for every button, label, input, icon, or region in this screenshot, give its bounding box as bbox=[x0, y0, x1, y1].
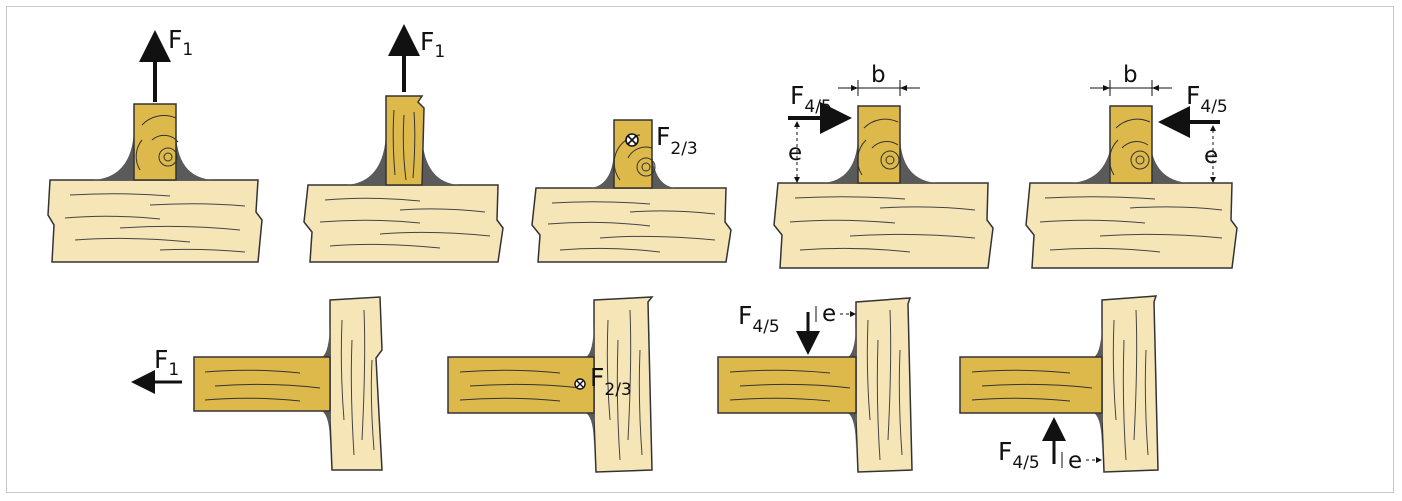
wood-grain bbox=[971, 369, 1093, 402]
beam bbox=[447, 356, 595, 414]
wood-grain bbox=[1039, 196, 1223, 253]
wood-grain bbox=[459, 369, 581, 402]
post bbox=[329, 296, 383, 471]
figure-bottom-3: F4/5 e bbox=[717, 297, 913, 473]
beam bbox=[531, 187, 732, 263]
beam bbox=[1025, 182, 1238, 269]
beam bbox=[303, 184, 504, 263]
figure-bottom-1: F1 bbox=[131, 296, 383, 471]
beam bbox=[193, 356, 331, 412]
figure-bottom-2: F2/3 bbox=[447, 296, 654, 473]
label-b: b bbox=[871, 62, 886, 88]
beam bbox=[773, 182, 994, 269]
wood-grain bbox=[729, 369, 851, 402]
wood-grain bbox=[1112, 309, 1149, 461]
beam bbox=[959, 356, 1103, 414]
post bbox=[1101, 295, 1159, 473]
glue-fillet bbox=[345, 135, 460, 185]
label-e: e bbox=[822, 301, 836, 327]
beam bbox=[717, 356, 857, 414]
wood-grain bbox=[204, 369, 321, 402]
into-page-symbol bbox=[574, 378, 586, 390]
glue-fillet bbox=[92, 130, 214, 180]
wood-grain bbox=[606, 309, 643, 461]
stud bbox=[613, 119, 653, 189]
glue-fillet bbox=[590, 152, 676, 188]
label-f45: F4/5 bbox=[790, 81, 832, 117]
wood-grain bbox=[64, 193, 246, 253]
glue-fillet bbox=[822, 138, 938, 183]
glue-fillet bbox=[848, 318, 856, 450]
wood-grain bbox=[340, 309, 375, 456]
figure-top-4: b F4/5 e bbox=[773, 62, 994, 269]
glue-fillet bbox=[1094, 318, 1102, 450]
label-f23: F2/3 bbox=[656, 122, 698, 159]
growth-rings bbox=[1109, 118, 1151, 176]
growth-rings bbox=[135, 114, 179, 171]
label-e: e bbox=[1068, 448, 1082, 474]
label-e: e bbox=[788, 140, 802, 166]
into-page-symbol bbox=[625, 133, 639, 147]
glue-fillet bbox=[586, 318, 594, 448]
stud bbox=[857, 105, 901, 184]
label-f23: F2/3 bbox=[590, 363, 632, 400]
wood-grain bbox=[866, 309, 903, 461]
wood-grain bbox=[319, 197, 491, 249]
figure-top-5: b F4/5 e bbox=[1025, 62, 1238, 269]
label-e: e bbox=[1204, 143, 1218, 169]
glue-fillet bbox=[1070, 138, 1190, 183]
glue-fillet bbox=[322, 318, 330, 445]
figure-top-3: F2/3 bbox=[531, 119, 732, 263]
figure-top-1: F1 bbox=[47, 25, 263, 263]
figure-top-2: F1 bbox=[303, 24, 504, 263]
label-f45: F4/5 bbox=[738, 301, 780, 337]
wood-grain bbox=[547, 201, 716, 253]
beam bbox=[47, 179, 263, 263]
label-f1: F1 bbox=[168, 25, 193, 60]
wood-grain bbox=[789, 196, 976, 253]
label-f45: F4/5 bbox=[1186, 81, 1228, 117]
stud bbox=[1109, 105, 1153, 184]
label-f45: F4/5 bbox=[998, 437, 1040, 473]
label-f1: F1 bbox=[420, 27, 445, 62]
figure-bottom-4: F4/5 e bbox=[959, 295, 1159, 474]
post bbox=[855, 297, 913, 473]
growth-rings bbox=[857, 118, 900, 176]
label-f1: F1 bbox=[154, 345, 179, 380]
wood-grain bbox=[392, 109, 416, 181]
label-b: b bbox=[1123, 62, 1138, 88]
